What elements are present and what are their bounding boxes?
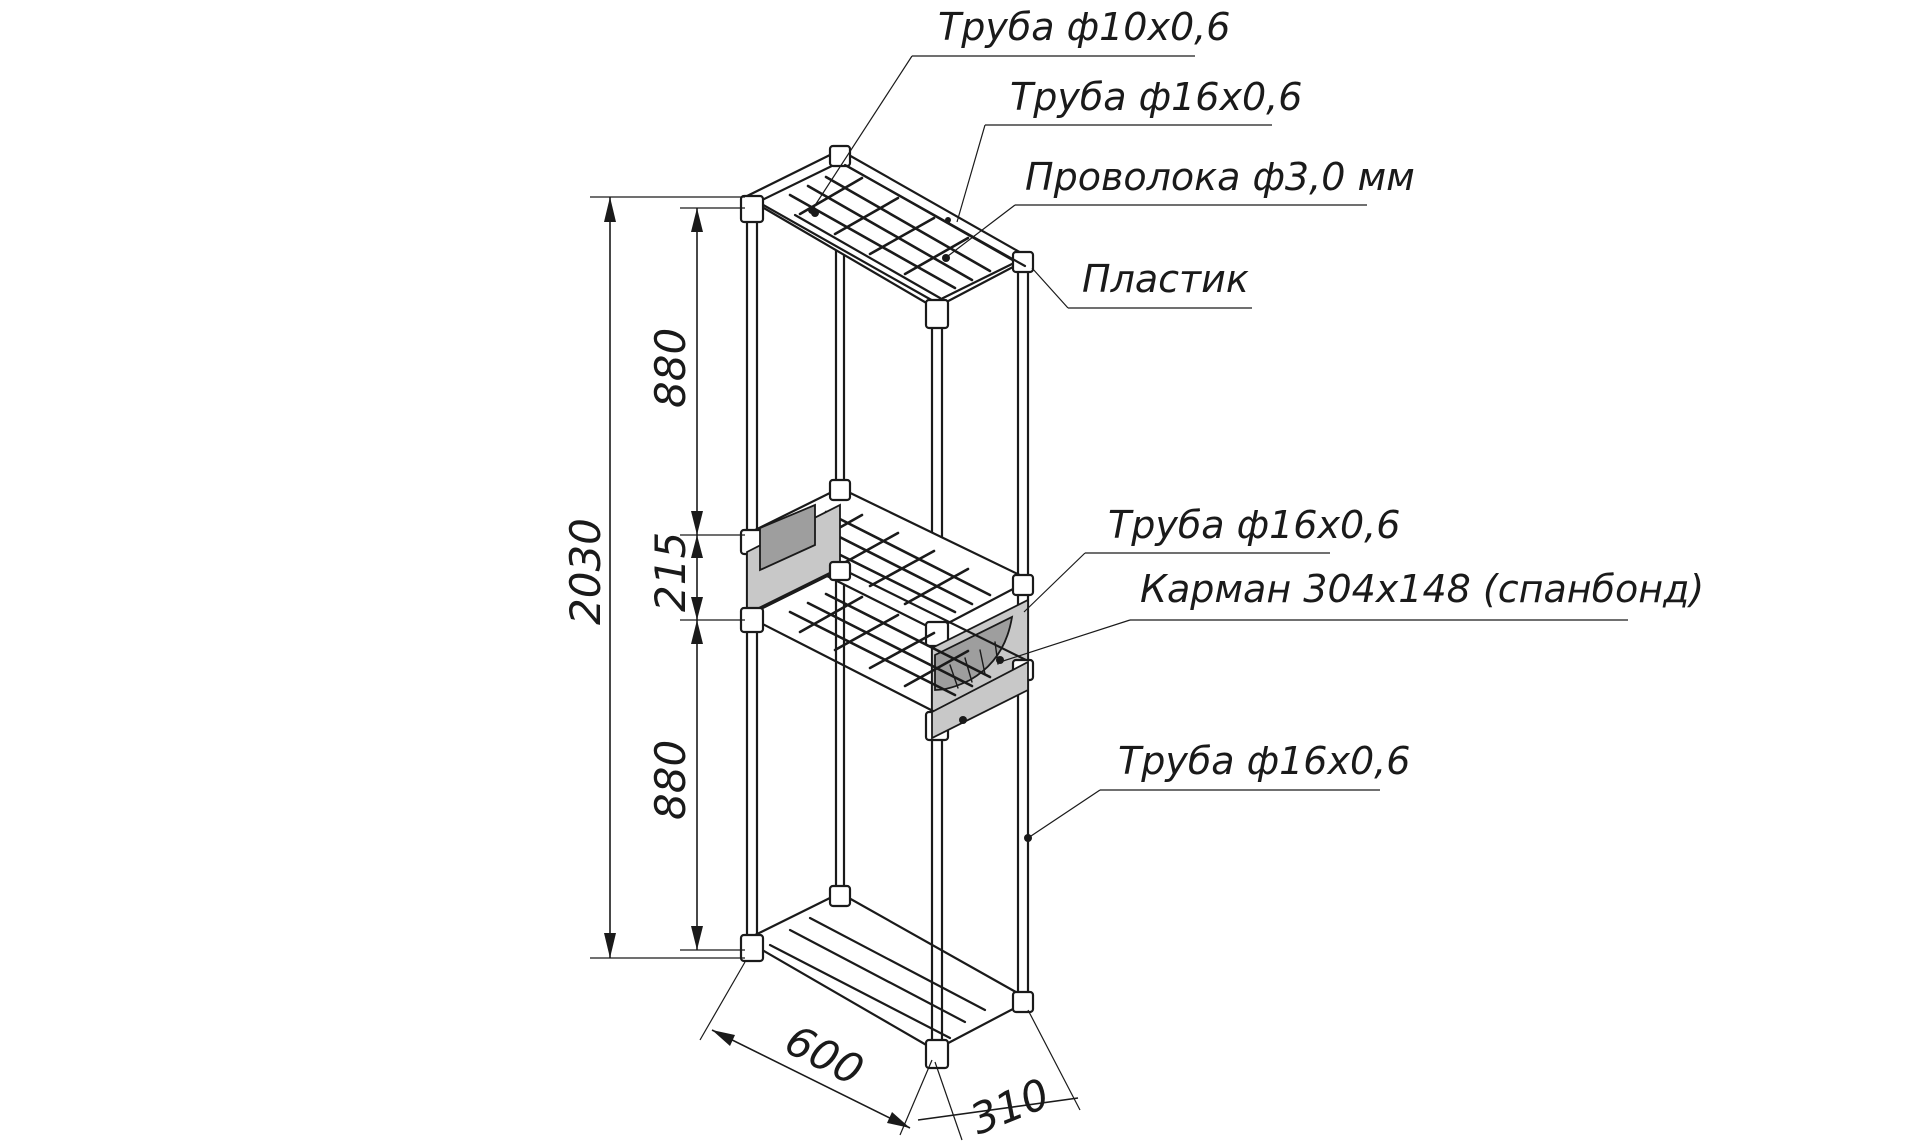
bottom-shelf xyxy=(739,884,1035,1070)
rack-frame xyxy=(739,144,1035,1070)
dim-depth: 310 xyxy=(963,1069,1056,1143)
callout-tube-16-middle: Труба ф16х0,6 xyxy=(1108,503,1400,547)
dim-lower-section: 880 xyxy=(646,740,695,820)
callout-tube-16-top: Труба ф16х0,6 xyxy=(1010,75,1302,119)
dim-upper-section: 880 xyxy=(646,328,695,408)
callout-leaders xyxy=(808,55,1628,842)
dim-total-height: 2030 xyxy=(561,518,610,625)
dimension-lines xyxy=(590,196,1081,1141)
dim-width: 600 xyxy=(777,1015,871,1095)
callout-tube-16-lower: Труба ф16х0,6 xyxy=(1118,739,1410,783)
middle-lower-wire-grid xyxy=(788,592,992,697)
top-shelf xyxy=(739,144,1035,330)
dim-pocket-section: 215 xyxy=(646,532,695,612)
callout-plastic: Пластик xyxy=(1082,257,1249,301)
pocket-fabric xyxy=(746,503,1029,714)
callout-tube-10: Труба ф10х0,6 xyxy=(938,5,1230,49)
callout-pocket: Карман 304х148 (спанбонд) xyxy=(1140,567,1704,611)
callout-wire: Проволока ф3,0 мм xyxy=(1025,155,1415,199)
middle-lower-shelf xyxy=(739,560,1035,742)
